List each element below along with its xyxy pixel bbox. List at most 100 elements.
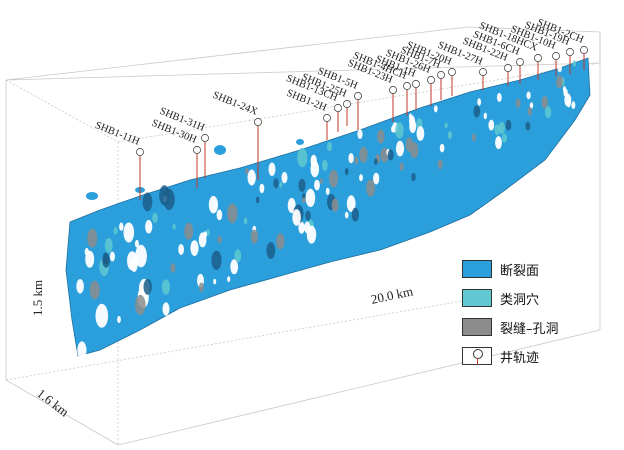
well-head-icon bbox=[552, 52, 560, 60]
void-patch bbox=[298, 221, 305, 234]
void-patch bbox=[292, 209, 301, 226]
fracture-body bbox=[65, 57, 591, 360]
pore-patch bbox=[377, 129, 385, 144]
void-patch bbox=[127, 251, 138, 271]
fracture-shadow bbox=[411, 172, 416, 182]
well-head-icon bbox=[201, 134, 209, 142]
legend-item-fracture: 断裂面 bbox=[462, 258, 592, 280]
well-head-icon bbox=[412, 80, 420, 88]
pore-patch bbox=[354, 156, 359, 165]
pore-swatch bbox=[462, 318, 492, 336]
fracture-shadow bbox=[525, 121, 531, 131]
cave-patch bbox=[501, 133, 507, 143]
fracture-shadow bbox=[142, 192, 153, 212]
well-head-icon bbox=[334, 104, 342, 112]
pore-patch bbox=[471, 133, 476, 142]
pore-patch bbox=[250, 229, 259, 244]
void-patch bbox=[325, 187, 330, 195]
cave-patch bbox=[297, 148, 308, 168]
void-patch bbox=[314, 179, 320, 191]
well-head-icon bbox=[354, 92, 362, 100]
pore-patch bbox=[135, 294, 146, 315]
fracture-shadow bbox=[266, 242, 276, 259]
void-patch bbox=[310, 160, 320, 178]
depth-axis-label: 1.6 km bbox=[34, 386, 72, 420]
void-patch bbox=[373, 172, 380, 185]
pore-patch bbox=[399, 162, 404, 171]
cave-patch bbox=[321, 159, 328, 171]
well-head-icon bbox=[437, 71, 445, 79]
cave-swatch bbox=[462, 289, 492, 307]
legend-item-pore: 裂缝–孔洞 bbox=[462, 316, 592, 338]
pore-patch bbox=[405, 137, 414, 152]
cave-patch bbox=[243, 217, 248, 225]
well-head-icon bbox=[566, 48, 574, 56]
fracture-shadow bbox=[351, 207, 359, 222]
void-patch bbox=[359, 174, 363, 182]
void-patch bbox=[216, 209, 223, 221]
pore-patch bbox=[276, 233, 285, 250]
well-head-icon bbox=[403, 82, 411, 90]
well-head-icon bbox=[534, 54, 542, 62]
void-patch bbox=[408, 113, 413, 120]
well-head-icon bbox=[343, 100, 351, 108]
void-patch bbox=[409, 119, 417, 133]
void-patch bbox=[84, 247, 89, 256]
fracture-shadow bbox=[273, 178, 279, 189]
void-patch bbox=[190, 240, 199, 256]
void-patch bbox=[483, 112, 487, 120]
void-patch bbox=[259, 183, 265, 194]
fracture-shadow bbox=[505, 119, 512, 131]
bounding-box bbox=[5, 26, 601, 446]
legend-item-well: 井轨迹 bbox=[462, 345, 592, 367]
void-patch bbox=[162, 302, 170, 316]
fracture-shadow bbox=[374, 158, 378, 166]
void-patch bbox=[571, 101, 576, 109]
pore-patch bbox=[184, 222, 194, 240]
fracture-fragment bbox=[296, 139, 304, 145]
cave-patch bbox=[498, 121, 505, 134]
well-label: SHB1-24X bbox=[211, 90, 259, 118]
pore-patch bbox=[227, 203, 238, 224]
fracture-fragment bbox=[86, 192, 98, 200]
pore-patch bbox=[329, 170, 339, 188]
fracture-shadow bbox=[298, 178, 306, 192]
fracture-shadow bbox=[143, 278, 152, 295]
legend-label: 断裂面 bbox=[500, 263, 540, 279]
fracture-fragment bbox=[214, 145, 226, 155]
fracture-swatch bbox=[462, 260, 492, 278]
cave-patch bbox=[572, 60, 577, 67]
cave-patch bbox=[161, 279, 170, 295]
cave-patch bbox=[206, 228, 210, 237]
void-patch bbox=[557, 64, 562, 73]
void-patch bbox=[208, 195, 218, 214]
pore-patch bbox=[556, 75, 563, 89]
legend-label: 类洞穴 bbox=[500, 292, 540, 308]
void-patch bbox=[230, 259, 239, 275]
well-head-icon bbox=[580, 46, 588, 54]
void-patch bbox=[346, 195, 356, 212]
length-axis-label: 20.0 km bbox=[370, 283, 415, 307]
void-patch bbox=[348, 153, 354, 164]
void-patch bbox=[488, 119, 495, 131]
cave-patch bbox=[172, 223, 176, 230]
legend-item-cave: 类洞穴 bbox=[462, 287, 592, 309]
fracture-shadow bbox=[344, 168, 349, 176]
pore-patch bbox=[302, 197, 306, 204]
void-patch bbox=[496, 92, 502, 102]
pore-patch bbox=[331, 198, 339, 212]
pore-patch bbox=[515, 98, 521, 108]
void-patch bbox=[213, 278, 217, 285]
cave-patch bbox=[234, 249, 242, 263]
void-patch bbox=[227, 276, 231, 283]
pore-patch bbox=[198, 282, 204, 293]
well-head-icon bbox=[479, 68, 487, 76]
void-patch bbox=[119, 222, 124, 231]
void-patch bbox=[203, 231, 207, 239]
well-head-icon bbox=[136, 148, 144, 156]
void-patch bbox=[433, 105, 438, 113]
cave-patch bbox=[494, 124, 501, 136]
void-patch bbox=[357, 129, 363, 140]
fracture-shadow bbox=[159, 185, 170, 206]
